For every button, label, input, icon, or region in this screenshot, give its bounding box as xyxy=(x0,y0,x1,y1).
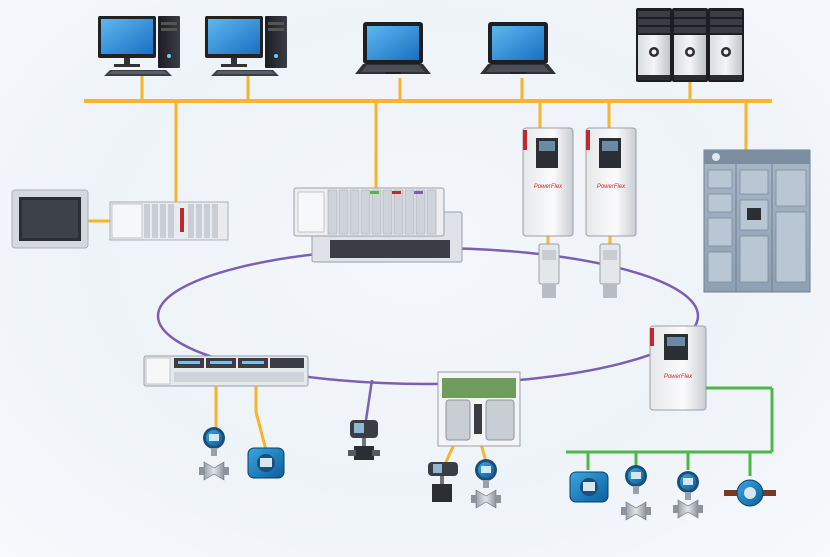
fieldbus-transmitter-3 xyxy=(672,471,704,519)
desktop-computer-1 xyxy=(98,16,180,76)
variable-frequency-drive-2: PowerFlex xyxy=(585,127,637,237)
remote-io-enclosure xyxy=(437,371,521,447)
server-cluster xyxy=(636,8,744,82)
flow-meter-1 xyxy=(470,459,502,509)
hmi-panel xyxy=(11,189,89,249)
desktop-computer-icon xyxy=(98,16,180,76)
drive-1-network-adapter xyxy=(538,243,560,298)
fieldbus-temperature-sensor xyxy=(724,479,776,507)
motor-control-center xyxy=(703,149,811,293)
variable-frequency-drive-icon xyxy=(585,127,637,237)
control-valve-icon xyxy=(428,462,458,476)
io-rack xyxy=(109,201,229,241)
drive-2-network-adapter xyxy=(599,243,621,298)
laptop-icon xyxy=(355,22,431,74)
flow-meter-icon xyxy=(672,499,704,519)
fieldbus-transmitter-2 xyxy=(620,465,652,521)
plc-controller xyxy=(293,187,463,263)
laptop-2 xyxy=(480,22,556,74)
desktop-computer-icon xyxy=(205,16,287,76)
laptop-icon xyxy=(480,22,556,74)
fieldbus-network xyxy=(566,386,774,476)
control-valve xyxy=(348,420,380,460)
server-rack-icon xyxy=(708,8,744,82)
variable-frequency-drive-icon xyxy=(522,127,574,237)
fieldbus-transmitter-1 xyxy=(569,471,609,503)
variable-frequency-drive-1: PowerFlex xyxy=(522,127,574,237)
control-valve-2 xyxy=(428,462,458,502)
drive-3-product-label: PowerFlex xyxy=(664,374,693,380)
pressure-transmitter-icon xyxy=(475,459,497,488)
distributed-io xyxy=(143,355,309,387)
pressure-transmitter-icon xyxy=(625,465,647,494)
laptop-1 xyxy=(355,22,431,74)
drive-2-product-label: PowerFlex xyxy=(597,184,626,190)
server-rack-icon xyxy=(672,8,708,82)
pressure-transmitter-1 xyxy=(198,427,230,481)
pressure-transmitter-icon xyxy=(203,427,225,456)
ring-drop-valve xyxy=(364,379,374,421)
flow-meter-icon xyxy=(620,501,652,521)
variable-frequency-drive-3: PowerFlex xyxy=(649,325,707,411)
flow-meter-icon xyxy=(470,489,502,509)
desktop-computer-2 xyxy=(205,16,287,76)
ethernet-drop-transmitter-2b xyxy=(254,411,268,451)
pressure-transmitter-2 xyxy=(247,447,285,479)
pressure-transmitter-icon xyxy=(677,471,699,500)
server-rack-icon xyxy=(636,8,672,82)
flow-meter-icon xyxy=(198,461,230,481)
drive-1-product-label: PowerFlex xyxy=(534,184,563,190)
